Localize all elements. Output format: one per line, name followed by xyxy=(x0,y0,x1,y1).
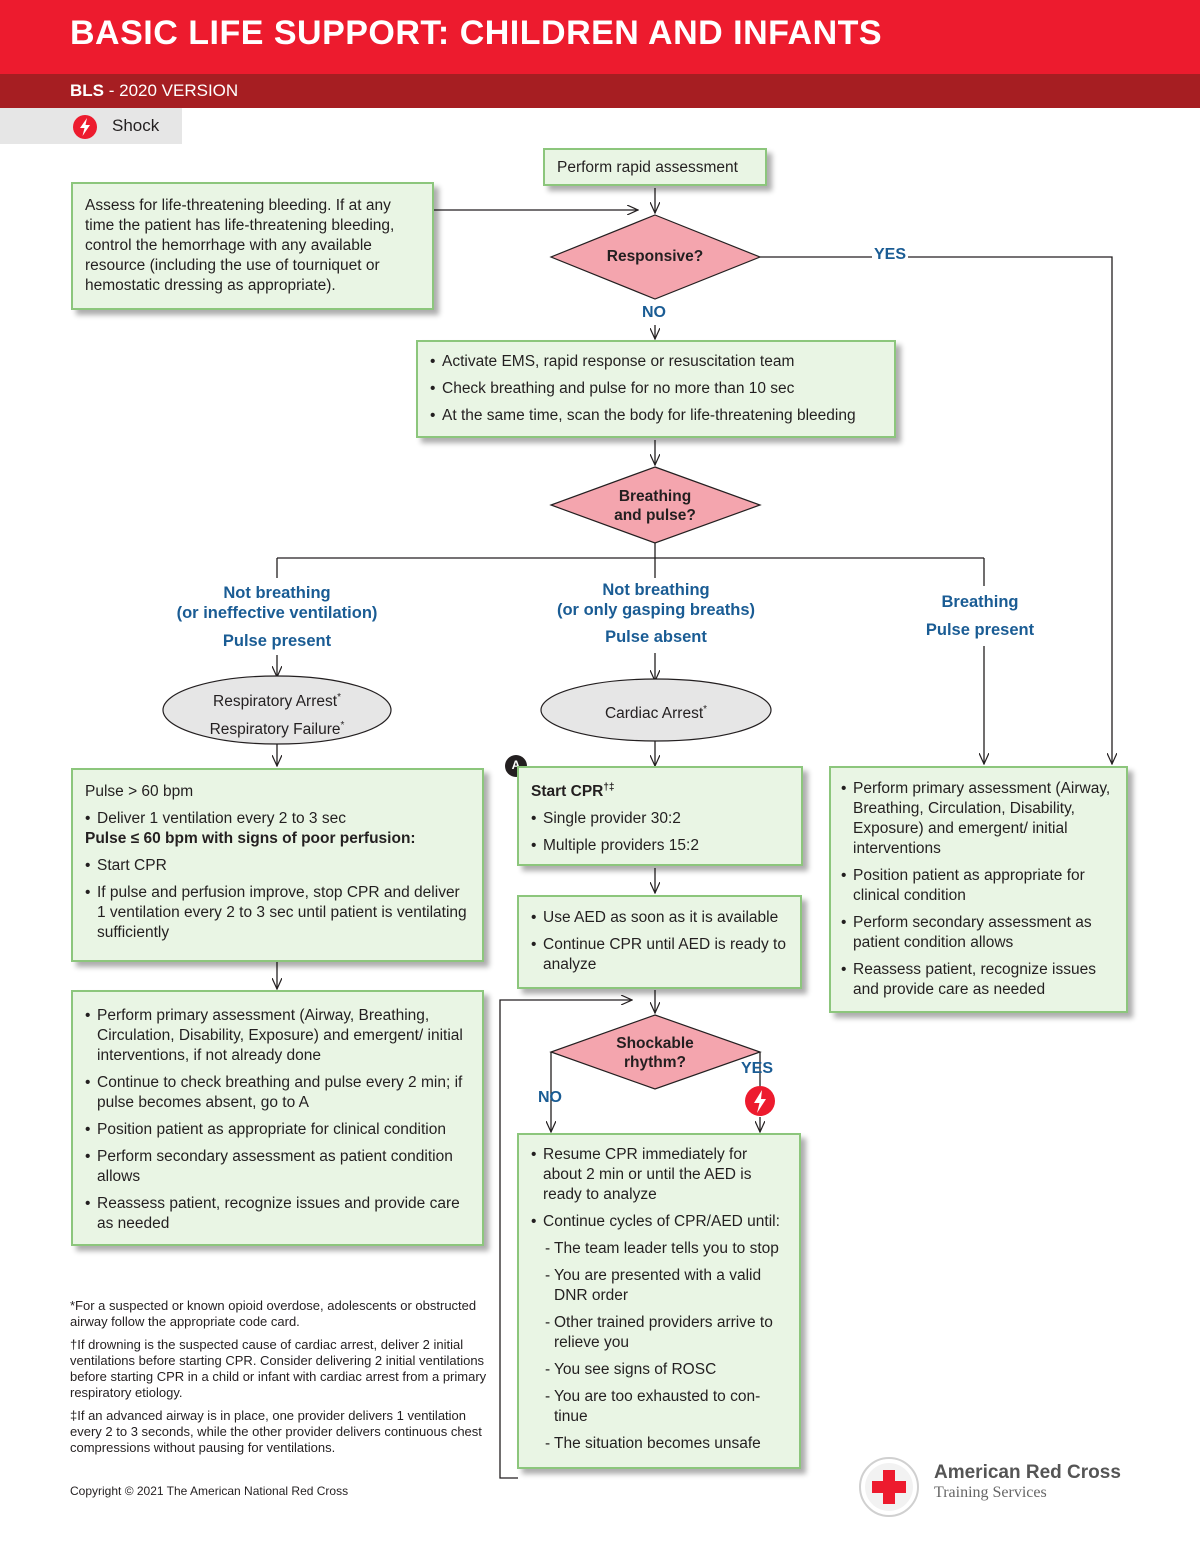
shockable-yes-label: YES xyxy=(741,1060,774,1077)
bleeding-note-box: Assess for life-threatening bleeding. If… xyxy=(71,182,434,310)
start-cpr-box: Start CPR†‡ •Single provider 30:2 •Multi… xyxy=(517,766,803,866)
subheader-bar xyxy=(0,74,1200,108)
responsive-yes-label: YES xyxy=(872,246,909,264)
page-title: BASIC LIFE SUPPORT: CHILDREN AND INFANTS xyxy=(70,14,883,52)
respiratory-oval-label: Respiratory Arrest* Respiratory Failure* xyxy=(209,692,345,739)
red-cross-logo-icon xyxy=(859,1457,919,1517)
footnotes: *For a suspected or known opioid overdos… xyxy=(70,1298,490,1463)
respiratory-oval xyxy=(162,675,392,745)
resume-cpr-box: •Resume CPR immediately for about 2 min … xyxy=(517,1133,801,1469)
logo-sub: Training Services xyxy=(934,1484,1047,1501)
responsive-diamond xyxy=(549,214,762,300)
copyright: Copyright © 2021 The American National R… xyxy=(70,1484,349,1498)
aed-box: •Use AED as soon as it is available •Con… xyxy=(517,895,802,989)
footnote-asterisk: *For a suspected or known opioid overdos… xyxy=(70,1298,477,1329)
version-label: BLS - 2020 VERSION xyxy=(70,81,239,100)
activate-ems-box: •Activate EMS, rapid response or resusci… xyxy=(416,340,896,438)
footnote-double-dagger: ‡If an advanced airway is in place, one … xyxy=(70,1408,482,1455)
cardiac-oval xyxy=(540,678,772,742)
right-assessment-box: •Perform primary assessment (Airway, Bre… xyxy=(829,766,1128,1013)
footnote-dagger: †If drowning is the suspected cause of c… xyxy=(70,1337,487,1400)
shockable-no-label: NO xyxy=(538,1089,562,1106)
shock-icon xyxy=(73,115,97,139)
marker-a-label: A xyxy=(511,758,521,772)
shock-icon-flow xyxy=(745,1086,775,1116)
branch-mid-label: Not breathing (or only gasping breaths) … xyxy=(556,581,756,646)
left-assessment-box: •Perform primary assessment (Airway, Bre… xyxy=(71,990,484,1246)
legend-label: Shock xyxy=(112,116,160,135)
header-bar xyxy=(0,0,1200,74)
pulse-box: Pulse > 60 bpm •Deliver 1 ventilation ev… xyxy=(71,768,484,962)
responsive-no-label: NO xyxy=(642,304,666,321)
branch-right-label: Breathing Pulse present xyxy=(925,593,1035,639)
branch-left-label: Not breathing (or ineffective ventilatio… xyxy=(176,584,378,650)
responsive-question: Responsive? xyxy=(606,248,704,265)
shockable-diamond xyxy=(549,1014,762,1090)
logo-name: American Red Cross xyxy=(934,1462,1121,1483)
cardiac-oval-label: Cardiac Arrest* xyxy=(604,704,708,723)
rapid-assessment-box: Perform rapid assessment xyxy=(543,148,767,186)
breathing-pulse-diamond xyxy=(549,466,762,544)
